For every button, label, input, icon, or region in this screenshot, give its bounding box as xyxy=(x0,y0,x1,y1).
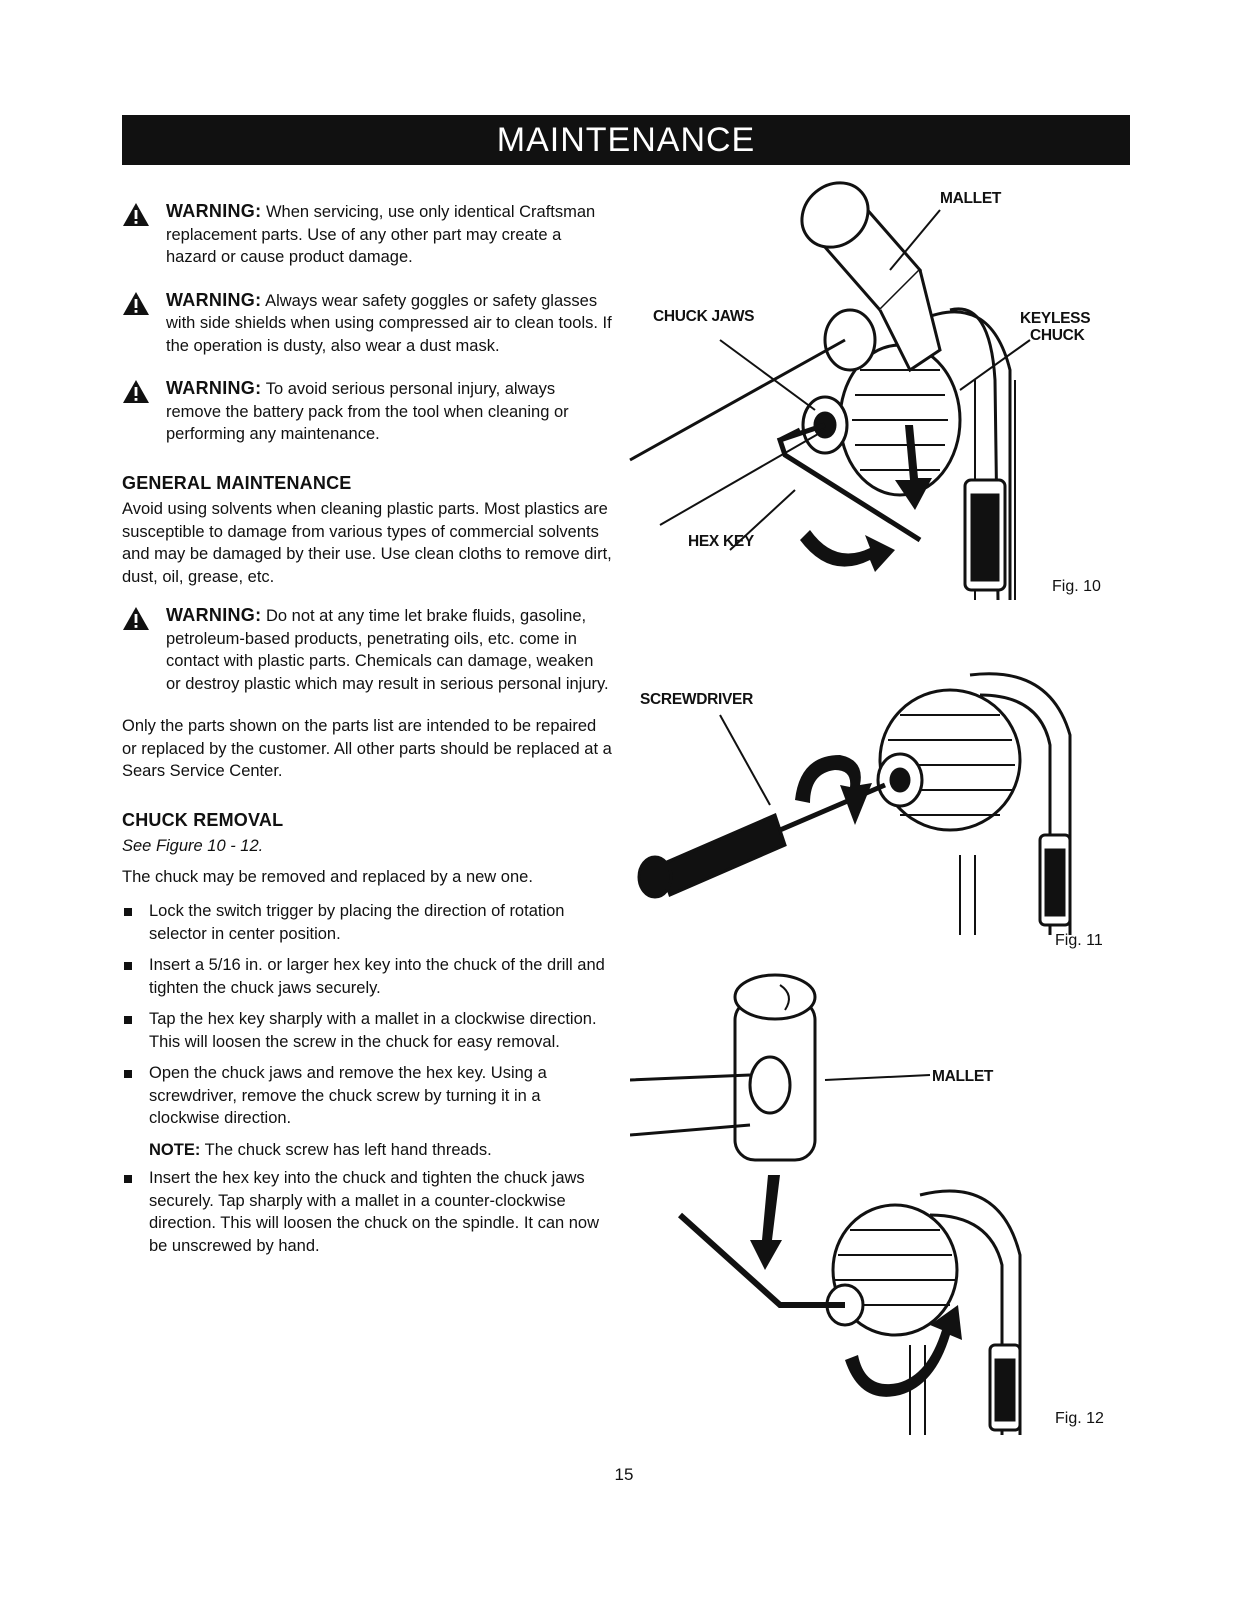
list-item: Tap the hex key sharply with a mallet in… xyxy=(122,1008,612,1053)
warning-block: WARNING: Do not at any time let brake fl… xyxy=(122,604,612,695)
text-column: WARNING: When servicing, use only identi… xyxy=(122,200,612,1266)
label-screwdriver: SCREWDRIVER xyxy=(640,691,753,708)
general-body: Avoid using solvents when cleaning plast… xyxy=(122,500,612,586)
warning-label: WARNING: xyxy=(166,289,262,310)
warning-block: WARNING: To avoid serious personal injur… xyxy=(122,377,612,446)
figure-12: MALLET Fig. 12 xyxy=(630,965,1130,1445)
bullet-icon xyxy=(124,908,132,916)
warning-icon xyxy=(123,203,149,226)
warning-block: WARNING: Always wear safety goggles or s… xyxy=(122,289,612,358)
steps-list: Lock the switch trigger by placing the d… xyxy=(122,900,612,1130)
section-heading-chuck: CHUCK REMOVAL xyxy=(122,809,284,830)
warning-text: Do not at any time let brake fluids, gas… xyxy=(166,607,609,693)
list-item: Lock the switch trigger by placing the d… xyxy=(122,900,612,945)
bullet-icon xyxy=(124,1016,132,1024)
warning-text: Always wear safety goggles or safety gla… xyxy=(166,291,612,355)
warning-label: WARNING: xyxy=(166,201,262,221)
chuck-intro: The chuck may be removed and replaced by… xyxy=(122,867,533,886)
mallet-hex-key-illustration xyxy=(629,181,1031,601)
figure-11: SCREWDRIVER Fig. 11 xyxy=(630,655,1130,955)
warning-text: When servicing, use only identical Craft… xyxy=(166,203,596,266)
list-item: Open the chuck jaws and remove the hex k… xyxy=(122,1062,612,1130)
figure-caption: Fig. 12 xyxy=(1055,1410,1104,1427)
bullet-icon xyxy=(124,962,132,970)
figure-caption: Fig. 10 xyxy=(1052,578,1101,595)
note-label: NOTE: xyxy=(149,1140,201,1159)
bullet-icon xyxy=(124,1070,132,1078)
figure-reference: See Figure 10 - 12. xyxy=(122,837,264,855)
steps-list: Insert the hex key into the chuck and ti… xyxy=(122,1167,612,1257)
label-hex-key: HEX KEY xyxy=(688,533,754,550)
warning-icon xyxy=(123,291,149,315)
label-mallet: MALLET xyxy=(940,190,1002,207)
note-text: The chuck screw has left hand threads. xyxy=(204,1140,492,1159)
page-number: 15 xyxy=(614,1465,634,1484)
list-item: Insert the hex key into the chuck and ti… xyxy=(122,1167,612,1257)
label-chuck-jaws: CHUCK JAWS xyxy=(653,308,755,325)
warning-block: WARNING: When servicing, use only identi… xyxy=(122,200,612,269)
bullet-icon xyxy=(124,1175,132,1183)
list-item: Insert a 5/16 in. or larger hex key into… xyxy=(122,954,612,999)
warning-icon xyxy=(123,380,149,403)
section-heading-general: GENERAL MAINTENANCE xyxy=(122,472,352,493)
screwdriver-illustration xyxy=(637,672,1072,935)
figure-caption: Fig. 11 xyxy=(1055,932,1103,949)
mallet-counterclockwise-illustration xyxy=(630,973,1022,1435)
page-title: MAINTENANCE xyxy=(122,115,1130,165)
warning-label: WARNING: xyxy=(166,605,262,625)
warning-icon xyxy=(123,607,149,630)
warning-text: To avoid serious personal injury, always… xyxy=(166,380,569,443)
parts-body: Only the parts shown on the parts list a… xyxy=(122,717,612,780)
label-mallet: MALLET xyxy=(932,1068,994,1085)
note: NOTE: The chuck screw has left hand thre… xyxy=(122,1139,612,1162)
warning-label: WARNING: xyxy=(166,378,262,398)
